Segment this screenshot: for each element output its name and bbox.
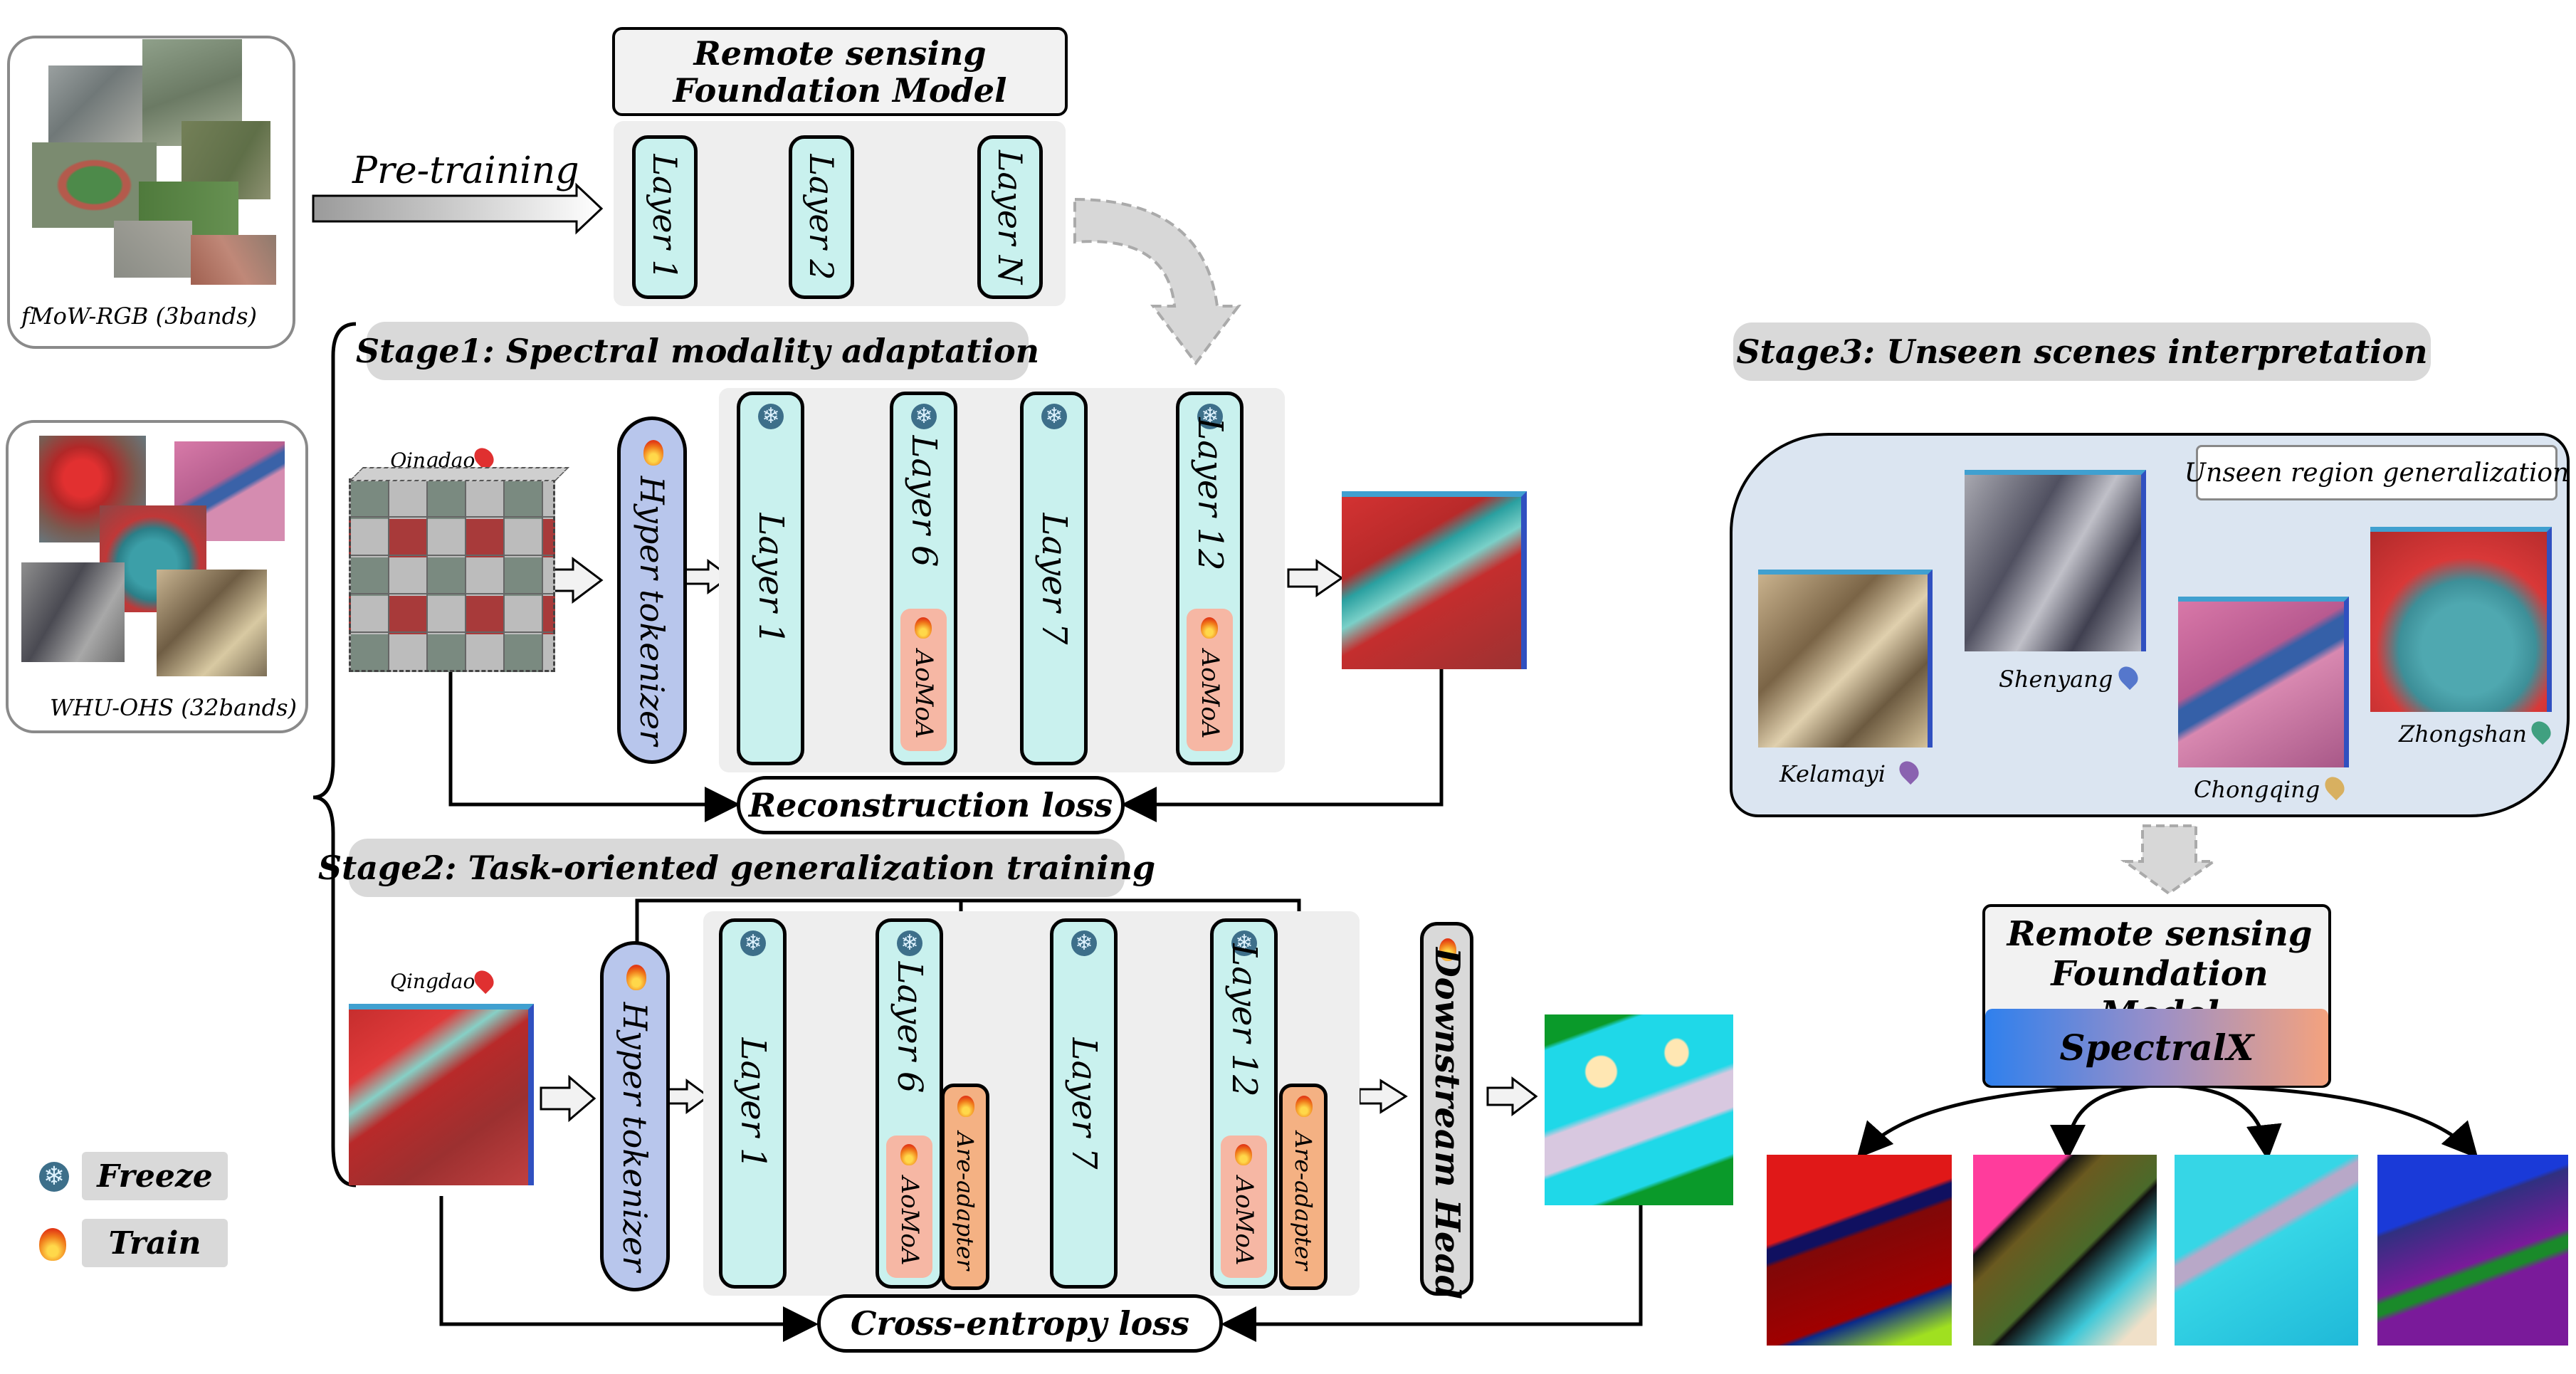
snowflake-icon: ❄ (740, 930, 766, 956)
stage2-layer-7: ❄ Layer 7 (1050, 918, 1118, 1289)
masked-hsi-cube (349, 478, 555, 672)
flame-icon (915, 617, 932, 639)
segmentation-output-map (1545, 1014, 1733, 1205)
reconstructed-hsi-cube (1342, 491, 1527, 669)
zhongshan-image (2370, 527, 2552, 712)
snowflake-icon: ❄ (897, 930, 922, 956)
spectralx-name-bar: SpectralX (1985, 1009, 2328, 1086)
whu-ohs-dataset-label: WHU-OHS (32bands) (50, 694, 298, 721)
shenyang-image (1965, 470, 2146, 651)
stage1-layer-1: ❄ Layer 1 (737, 392, 804, 765)
seg-map-zhongshan (2377, 1155, 2568, 1346)
snowflake-icon: ❄ (1231, 930, 1257, 956)
stage3-title-pill: Stage3: Unseen scenes interpretation (1733, 322, 2431, 381)
stage3-down-arrow (2120, 824, 2219, 896)
fmow-tile-7 (191, 235, 276, 285)
stage2-title-pill: Stage2: Task-oriented generalization tra… (318, 839, 1155, 897)
shenyang-label: Shenyang (1999, 666, 2113, 693)
kelamayi-image (1758, 570, 1933, 748)
downstream-head: Downstream Head (1420, 922, 1473, 1299)
hsi-tile-4 (21, 562, 125, 662)
stage1-title-pill: Stage1: Spectral modality adaptation (356, 322, 1039, 380)
stage1-layer-7: ❄ Layer 7 (1020, 392, 1088, 765)
pretraining-label: Pre-training (352, 150, 579, 192)
flame-icon (643, 440, 663, 466)
snowflake-icon: ❄ (911, 404, 937, 429)
snowflake-icon: ❄ (758, 404, 784, 429)
stage2-hyper-tokenizer: Hyper tokenizer (600, 941, 670, 1291)
masked-cube-top (349, 467, 569, 481)
flame-icon (39, 1228, 66, 1261)
flame-icon (1295, 1096, 1313, 1117)
chongqing-label: Chongqing (2194, 776, 2320, 803)
stage2-aomoa-12: AoMoA (1221, 1136, 1267, 1278)
transfer-arrow (1073, 197, 1241, 366)
snowflake-icon: ❄ (1041, 404, 1067, 429)
fmow-tile-1 (48, 65, 148, 151)
cross-entropy-loss: Cross-entropy loss (817, 1294, 1223, 1353)
flame-icon (900, 1144, 918, 1165)
stage2-layer-1: ❄ Layer 1 (719, 918, 787, 1289)
recon-line-right (1121, 669, 1444, 822)
legend-train: Train (82, 1219, 228, 1267)
stage1-hyper-tokenizer: Hyper tokenizer (617, 416, 687, 764)
stage-brace (312, 322, 357, 1187)
reconstruction-loss: Reconstruction loss (737, 776, 1125, 834)
ce-line-left (439, 1196, 819, 1342)
stage1-layer-6: ❄ Layer 6 AoMoA (890, 392, 957, 765)
snowflake-icon: ❄ (1197, 404, 1223, 429)
stage3-region-label-box: Unseen region generalization (2185, 445, 2569, 500)
flame-icon (1235, 1144, 1252, 1165)
pretrain-layer-n: Layer N (977, 135, 1043, 299)
stage2-are-adapter-6: Are-adapter (941, 1084, 989, 1290)
seg-map-shenyang (1973, 1155, 2157, 1346)
stage1-aomoa-6: AoMoA (900, 609, 947, 751)
stage2-layer-6: ❄ Layer 6 AoMoA (876, 918, 943, 1289)
snowflake-icon: ❄ (1071, 930, 1097, 956)
kelamayi-label: Kelamayi (1779, 760, 1886, 787)
flame-icon (626, 965, 646, 990)
fmow-tile-6 (114, 221, 192, 278)
pretrain-layer-1: Layer 1 (632, 135, 698, 299)
stage2-layer-12: ❄ Layer 12 AoMoA (1210, 918, 1278, 1289)
spectralx-model-title: Remote sensing Foundation Model (2007, 914, 2313, 1034)
stage1-aomoa-12: AoMoA (1187, 609, 1233, 751)
stage3-fanout (1856, 1084, 2478, 1160)
pretrain-model-title: Remote sensing Foundation Model (673, 33, 1007, 110)
seg-map-kelamayi (1767, 1155, 1952, 1346)
zhongshan-label: Zhongshan (2399, 720, 2527, 748)
hsi-tile-5 (157, 570, 267, 676)
pretrain-layer-2: Layer 2 (789, 135, 854, 299)
snowflake-icon: ❄ (39, 1162, 69, 1192)
chongqing-image (2178, 597, 2349, 767)
pretrain-model-title-box: Remote sensing Foundation Model (612, 27, 1068, 116)
flame-icon (1201, 617, 1218, 639)
stage2-aomoa-6: AoMoA (886, 1136, 932, 1278)
recon-line-left (448, 669, 740, 822)
flame-icon (1439, 938, 1456, 961)
stage2-location: Qingdao (390, 970, 475, 993)
fmow-tile-3 (32, 142, 157, 228)
stage1-layer-12: ❄ Layer 12 AoMoA (1176, 392, 1244, 765)
seg-map-chongqing (2175, 1155, 2358, 1346)
stage2-are-adapter-12: Are-adapter (1279, 1084, 1328, 1290)
legend-freeze: Freeze (82, 1152, 228, 1200)
spectralx-model-box: Remote sensing Foundation Model Spectral… (1982, 904, 2331, 1088)
fmow-dataset-label: fMoW-RGB (3bands) (21, 303, 257, 330)
ce-line-right (1221, 1203, 1643, 1342)
input-hsi-cube (349, 1004, 534, 1185)
flame-icon (957, 1096, 974, 1117)
pretraining-arrow (312, 182, 604, 235)
